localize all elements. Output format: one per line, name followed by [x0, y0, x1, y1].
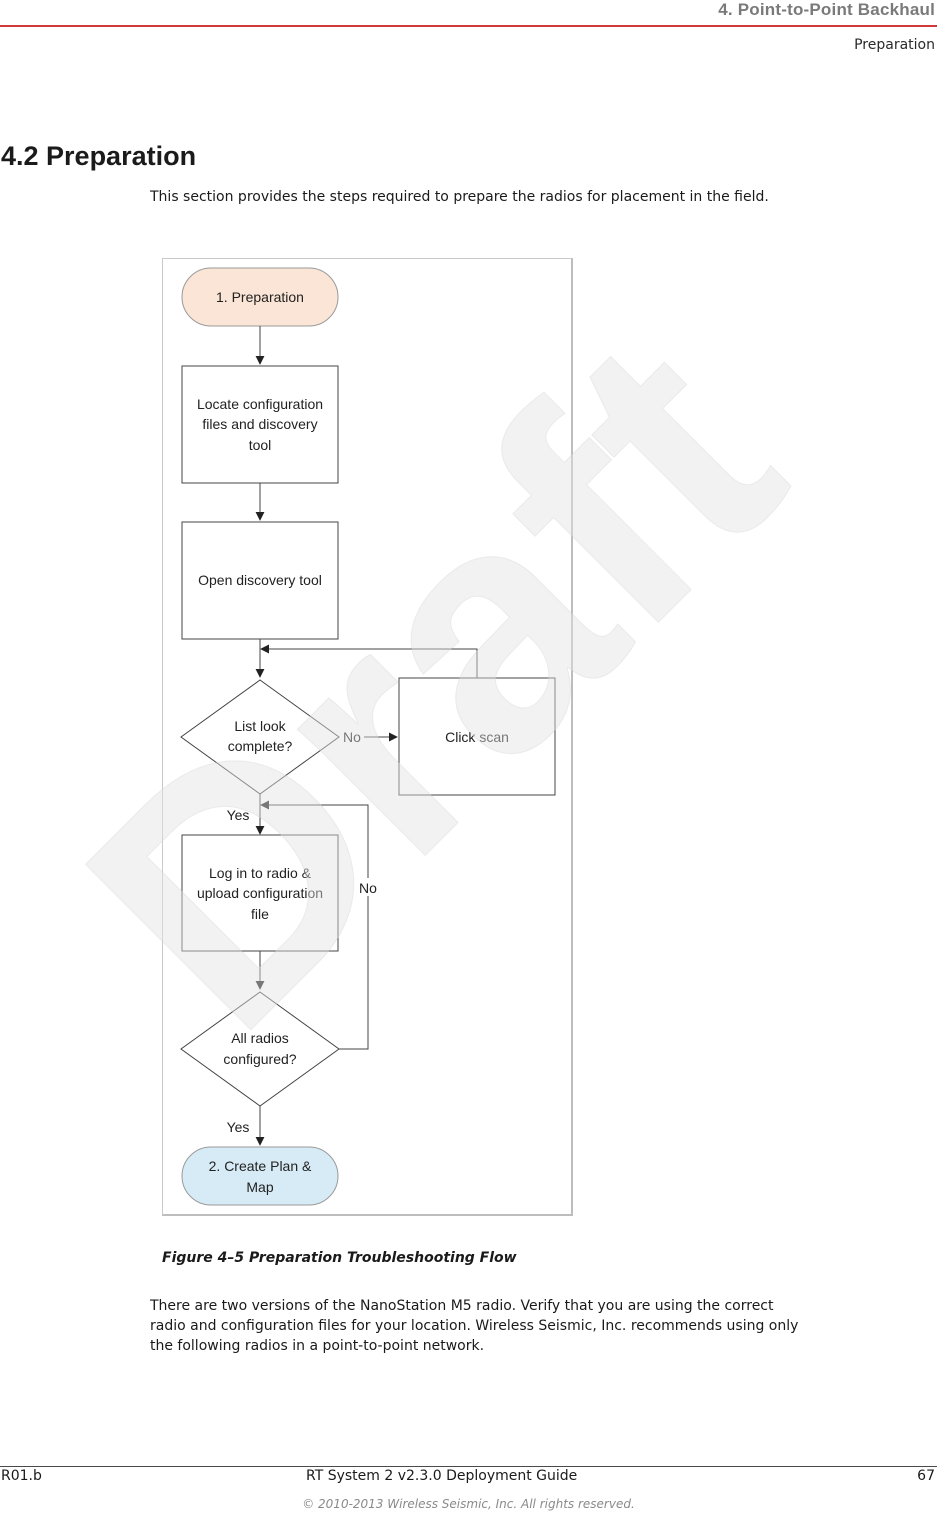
body-paragraph: There are two versions of the NanoStatio…	[150, 1296, 935, 1356]
process-login-line-3: file	[251, 906, 269, 922]
footer-revision: R01.b	[1, 1468, 42, 1484]
section-header: Preparation	[854, 37, 935, 53]
header-rule	[0, 25, 937, 27]
loop-connector	[260, 800, 369, 1050]
section-title: 4.2 Preparation	[1, 141, 197, 171]
process-locate-line-3: tool	[249, 437, 272, 453]
process-locate-line-2: files and discovery	[202, 416, 317, 432]
section-intro: This section provides the steps required…	[150, 189, 769, 205]
body-line: There are two versions of the NanoStatio…	[150, 1298, 774, 1314]
process-login-upload	[181, 834, 339, 952]
process-locate-line-1: Locate configuration	[197, 396, 323, 412]
process-login-line-2: upload configuration	[197, 885, 323, 901]
footer-copyright: © 2010-2013 Wireless Seismic, Inc. All r…	[302, 1497, 635, 1511]
body-line: the following radios in a point-to-point…	[150, 1338, 485, 1354]
end-label-line-1: 2. Create Plan &	[209, 1158, 312, 1174]
decision-radios-line-2: configured?	[223, 1051, 296, 1067]
process-login-line-1: Log in to radio &	[209, 865, 312, 881]
decision-list-line-1: List look	[234, 718, 286, 734]
footer-guide-title: RT System 2 v2.3.0 Deployment Guide	[306, 1468, 578, 1484]
process-scan-label: Click scan	[445, 729, 509, 745]
body-line: radio and configuration files for your l…	[150, 1318, 799, 1334]
end-terminator	[181, 1146, 339, 1206]
footer-page-number: 67	[917, 1468, 935, 1484]
yes-label-1: Yes	[227, 807, 250, 823]
footer-rule	[0, 1466, 937, 1467]
no-label-2: No	[359, 880, 377, 896]
figure-caption: Figure 4–5 Preparation Troubleshooting F…	[162, 1250, 517, 1266]
decision-radios-line-1: All radios	[231, 1030, 289, 1046]
end-label-line-2: Map	[246, 1179, 273, 1195]
loop-connector	[260, 644, 478, 678]
process-open-label: Open discovery tool	[198, 572, 322, 588]
decision-list-complete	[180, 679, 340, 795]
process-click-scan	[398, 677, 556, 796]
no-label-bg	[357, 878, 379, 896]
decision-radios-configured	[180, 991, 340, 1107]
decision-list-line-2: complete?	[228, 738, 293, 754]
flowchart: 1. Preparation Locate configuration file…	[180, 267, 556, 1206]
process-open-discovery	[181, 521, 339, 640]
chapter-header: 4. Point-to-Point Backhaul	[718, 0, 935, 19]
start-label: 1. Preparation	[216, 289, 304, 305]
no-label-1: No	[343, 729, 361, 745]
yes-label-2: Yes	[227, 1119, 250, 1135]
